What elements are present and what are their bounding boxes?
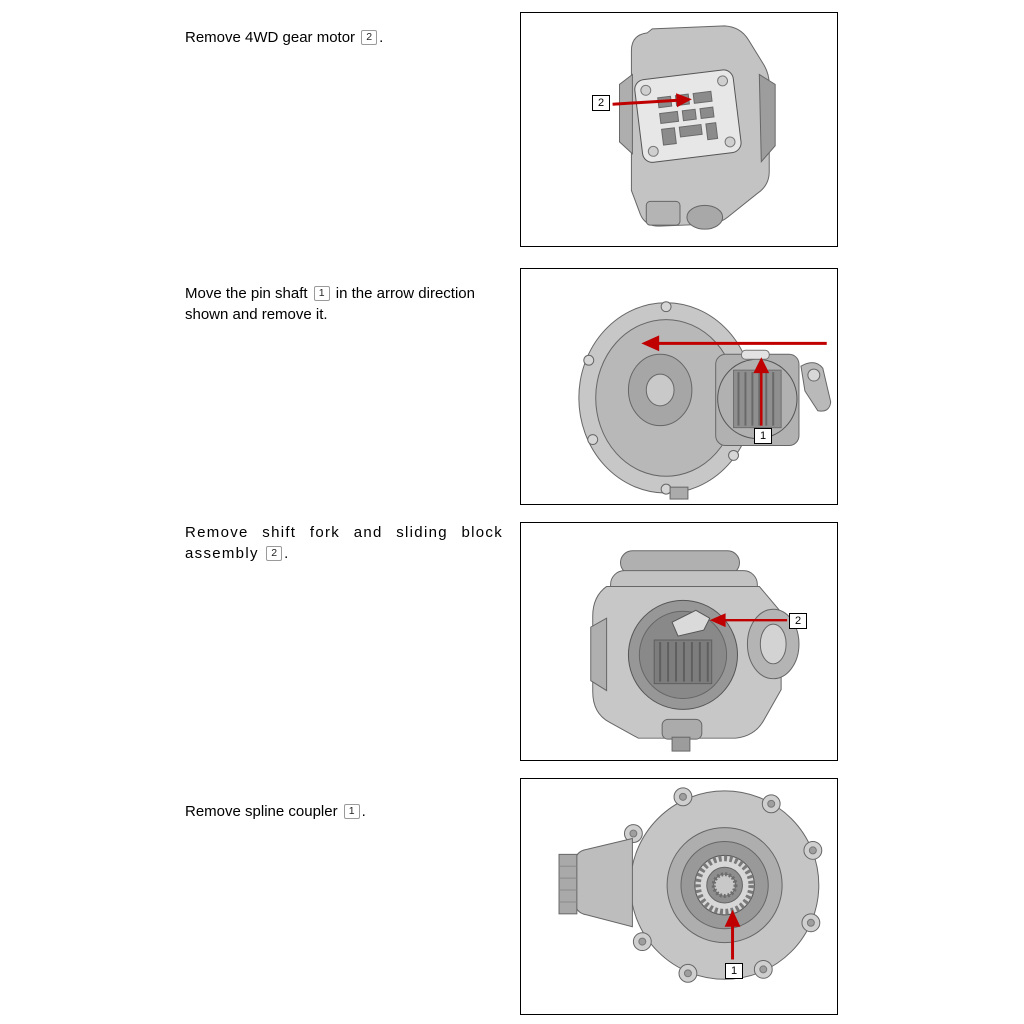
part-ref-box: 1: [343, 804, 360, 819]
spline-coupler-illustration: [558, 787, 823, 983]
callout-label: 2: [592, 95, 610, 111]
callout-label: 1: [754, 428, 772, 444]
arrow-right-icon: [612, 93, 692, 108]
gear-motor-illustration: [612, 25, 776, 230]
instruction-text: .: [361, 803, 366, 820]
instruction-text: Remove spline coupler: [185, 803, 342, 820]
figure-shift-fork: 2: [520, 522, 838, 761]
figure-pin-shaft: 1: [520, 268, 838, 505]
figure-spline-coupler: 1: [520, 778, 838, 1015]
instruction-text: Move the pin shaft: [185, 285, 312, 302]
arrow-up-icon: [753, 357, 770, 426]
part-ref-box: 1: [313, 286, 330, 301]
shift-fork-illustration: [590, 550, 800, 752]
instruction-text: Remove shift fork and sliding block asse…: [185, 524, 503, 562]
step-2-instruction: Move the pin shaft 1 in the arrow direct…: [185, 283, 507, 325]
instruction-text: .: [284, 545, 290, 562]
pin-shaft-illustration: [578, 301, 832, 500]
part-ref-box: 2: [361, 30, 378, 45]
instruction-text: .: [379, 29, 384, 46]
arrow-left-icon: [641, 335, 827, 352]
figure-4wd-gear-motor: 2: [520, 12, 838, 247]
step-4-instruction: Remove spline coupler 1.: [185, 801, 525, 822]
arrow-left-icon: [709, 613, 788, 628]
arrow-up-icon: [724, 909, 741, 960]
step-3-instruction: Remove shift fork and sliding block asse…: [185, 522, 503, 564]
step-1-instruction: Remove 4WD gear motor 2.: [185, 27, 525, 48]
instruction-text: Remove 4WD gear motor: [185, 29, 360, 46]
callout-label: 2: [789, 613, 807, 629]
callout-label: 1: [725, 963, 743, 979]
instruction-text: in the arrow direction shown and remove …: [185, 285, 475, 323]
part-ref-box: 2: [266, 546, 283, 561]
